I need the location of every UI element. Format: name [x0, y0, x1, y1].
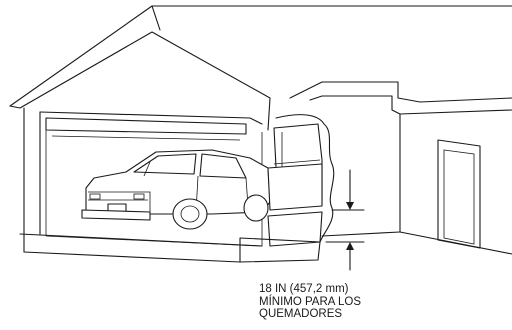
garage-walls [23, 107, 263, 263]
water-heater [267, 123, 323, 211]
garage-roof [9, 5, 512, 131]
car [81, 149, 271, 230]
arrow-down-icon [346, 202, 354, 210]
clearance-dimension [325, 169, 365, 271]
clearance-note-line-1: 18 IN (457,2 mm) [259, 283, 349, 295]
garage-floor [19, 233, 263, 247]
clearance-note-line-2: MÍNIMO PARA LOS [259, 295, 362, 308]
house [289, 81, 512, 255]
cutaway-wall [239, 114, 335, 263]
clearance-note: 18 IN (457,2 mm) MÍNIMO PARA LOS QUEMADO… [259, 283, 361, 321]
clearance-note-line-3: QUEMADORES [259, 308, 343, 320]
